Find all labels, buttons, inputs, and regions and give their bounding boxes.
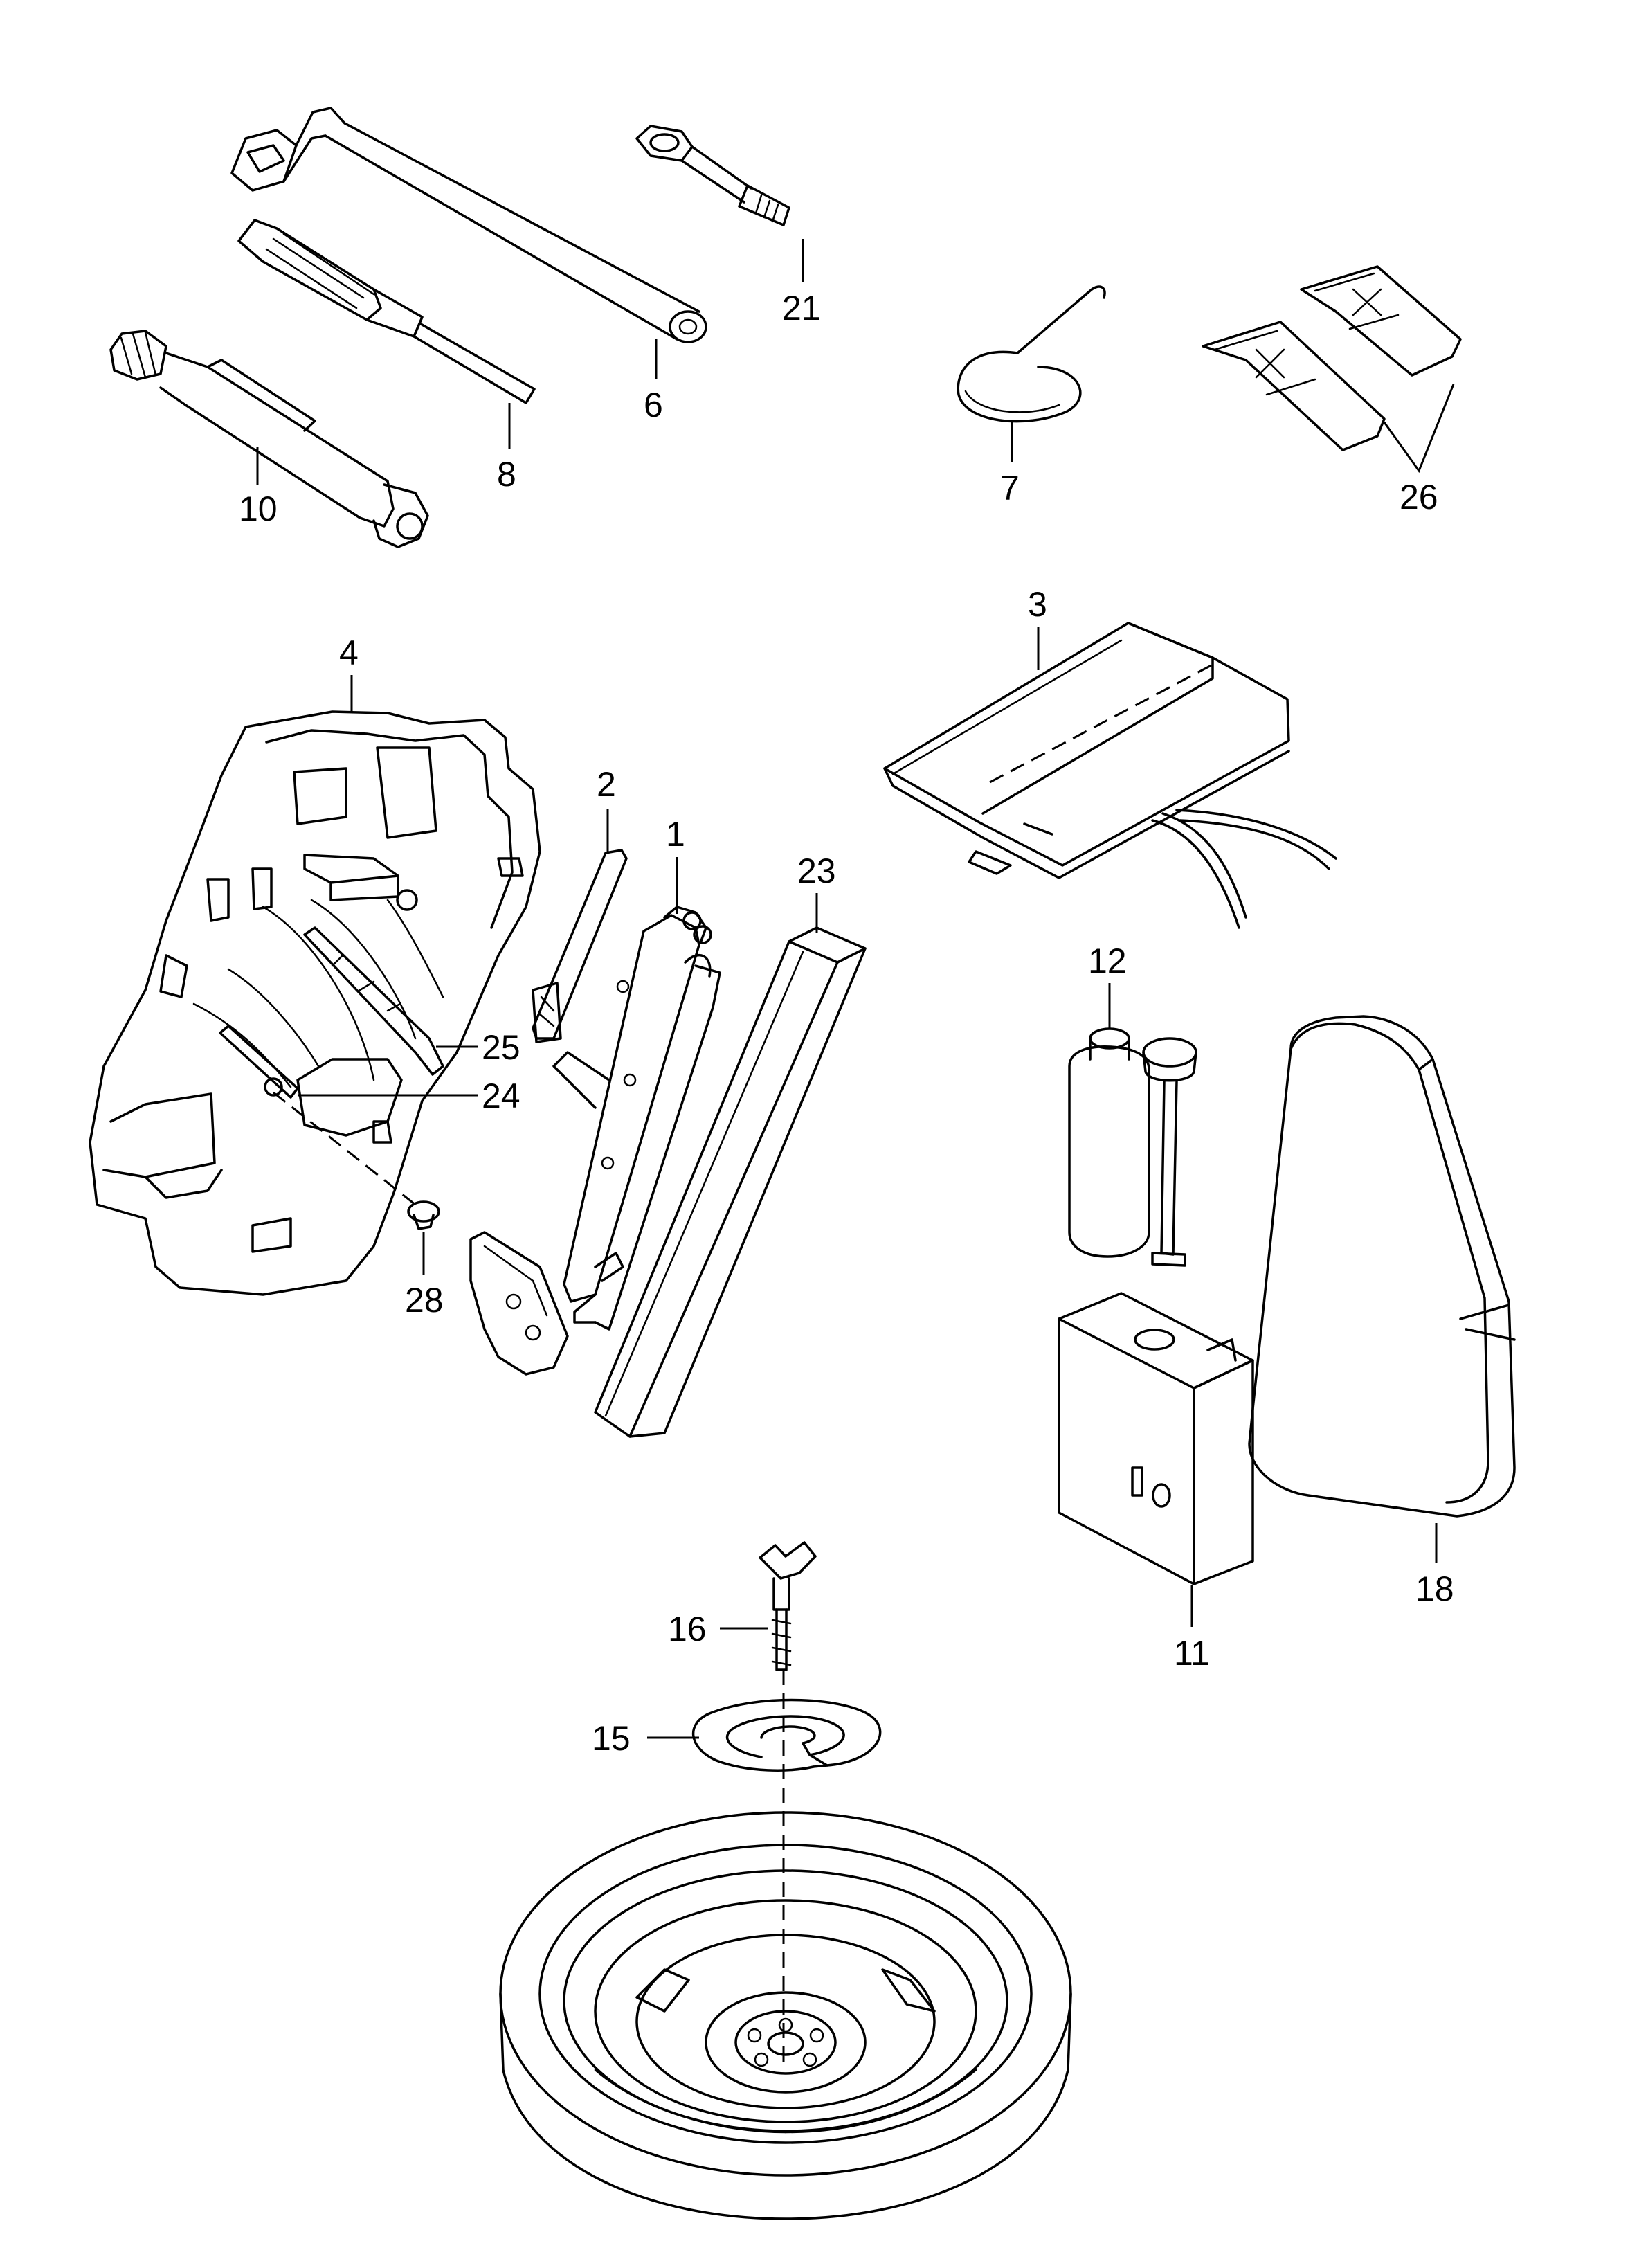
part-10-tool xyxy=(109,330,429,548)
label-21: 21 xyxy=(782,289,821,327)
part-16-wing-bolt xyxy=(759,1541,817,1671)
part-4-tool-tray xyxy=(89,710,541,1296)
label-11: 11 xyxy=(1174,1634,1210,1673)
part-8-screwdriver xyxy=(237,219,536,404)
label-16: 16 xyxy=(668,1610,707,1648)
label-2: 2 xyxy=(597,765,616,804)
leader-26 xyxy=(1383,384,1455,474)
part-23-foam-block xyxy=(594,926,867,1438)
part-7-hook xyxy=(957,285,1106,423)
part-15-washer xyxy=(691,1698,882,1772)
label-25: 25 xyxy=(482,1028,520,1067)
label-1: 1 xyxy=(666,815,685,854)
label-15: 15 xyxy=(592,1719,631,1758)
label-10: 10 xyxy=(239,489,278,528)
label-24: 24 xyxy=(482,1077,520,1115)
part-26-stickers xyxy=(1202,265,1462,451)
spare-wheel xyxy=(499,1811,1072,2220)
label-18: 18 xyxy=(1415,1569,1454,1608)
label-6: 6 xyxy=(644,386,663,424)
label-23: 23 xyxy=(797,852,836,890)
part-12-sealant-bottle xyxy=(1068,1027,1197,1267)
label-4: 4 xyxy=(339,633,359,672)
part-21-towing-eye xyxy=(635,125,790,226)
part-25-strap xyxy=(303,926,444,1076)
part-2-jack-handle xyxy=(532,849,628,1043)
part-28-screw xyxy=(273,1091,440,1230)
part-18-cover-bag xyxy=(1248,1015,1516,1518)
part-3-mat xyxy=(883,622,1337,929)
part-6-wheel-brace xyxy=(230,107,707,343)
part-24-strap xyxy=(219,1025,299,1099)
part-11-compressor-box xyxy=(1058,1292,1254,1585)
label-12: 12 xyxy=(1088,942,1127,980)
label-28: 28 xyxy=(405,1281,444,1320)
label-7: 7 xyxy=(1000,469,1020,507)
label-26: 26 xyxy=(1400,478,1438,516)
label-8: 8 xyxy=(497,455,516,494)
part-1-jack xyxy=(469,906,721,1376)
label-3: 3 xyxy=(1028,585,1047,624)
